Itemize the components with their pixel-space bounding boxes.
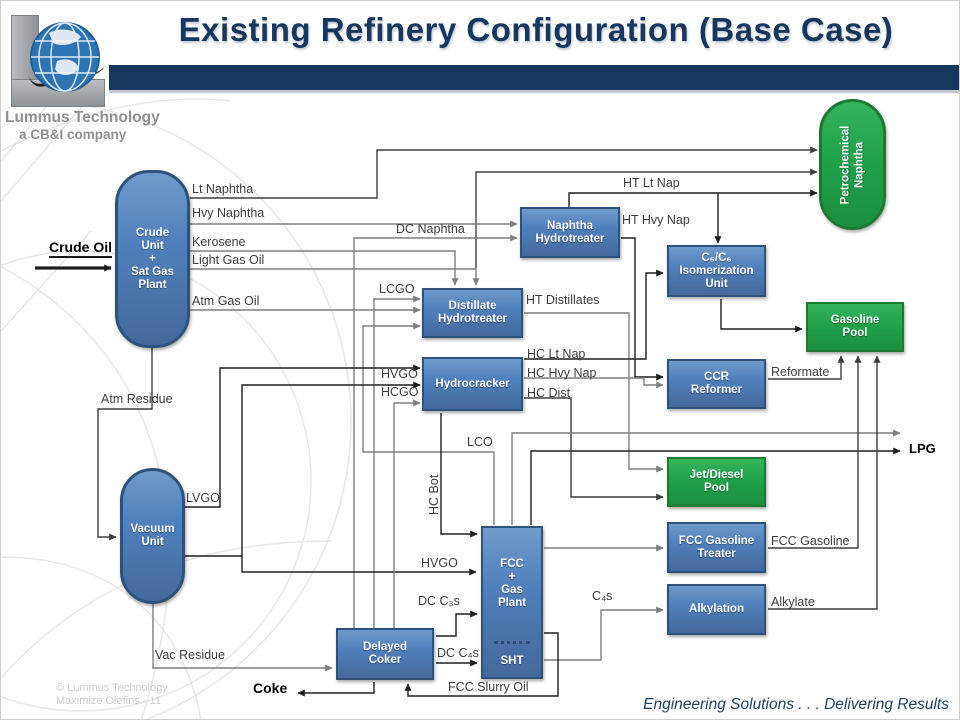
edge-ht-hvy-nap [621,237,664,381]
lummus-logo-icon [1,1,109,107]
label-lt-naphtha: Lt Naphtha [192,182,254,196]
page-title: Existing Refinery Configuration (Base Ca… [178,11,894,48]
edge-light-gas-oil-to-petro [475,168,818,269]
label-vac-residue: Vac Residue [155,648,225,662]
edge-hvgo-to-hydrocracker [241,381,421,556]
edge-ht-distillates [524,312,664,473]
label-hc-dist: HC Dist [527,386,571,400]
edge-hcgo [393,399,421,629]
label-coke: Coke [253,680,288,696]
edge-c4s-to-alkylation [544,606,664,661]
edge-reformate [768,355,845,380]
label-ht-distillates: HT Distillates [526,293,600,307]
globe-icon [30,22,100,92]
label-dc-c3s: DC C₃s [418,594,460,608]
edge-hc-lt-nap [524,269,664,360]
copyright-line2: Maximize Olefins - 11 [56,695,161,707]
edge-hc-hvy-nap [524,377,664,389]
label-ht-lt-nap: HT Lt Nap [623,176,680,190]
edge-lt-naphtha [190,146,818,199]
node-hydrocracker: Hydrocracker [422,357,523,411]
label-dc-naphtha: DC Naphtha [396,222,465,236]
node-alkylation: Alkylation [667,584,766,635]
edge-fcc-slurry [404,632,559,697]
edge-lco [362,322,495,525]
label-lco: LCO [467,435,493,449]
label-hc-hvy-nap: HC Hvy Nap [527,366,597,380]
edge-alkylate-to-pool [768,355,881,610]
label-hvgo-upper: HVGO [381,367,418,381]
label-atm-gas-oil: Atm Gas Oil [192,294,260,308]
label-c4s: C₄s [592,589,613,603]
header-bar [1,65,959,93]
label-fcc-gasoline: FCC Gasoline [771,534,850,548]
label-hvy-naphtha: Hvy Naphtha [192,206,265,220]
header: Existing Refinery Configuration (Base Ca… [1,1,959,65]
copyright-line1: © Lummus Technology [56,682,168,694]
edge-lpg [530,447,901,525]
label-lcgo: LCGO [379,282,415,296]
label-hvgo-lower: HVGO [421,556,458,570]
label-hcgo: HCGO [381,385,419,399]
logo-line1: Lummus Technology [5,109,160,126]
edge-hc-bot [440,413,478,538]
edge-light-gas-oil [190,268,480,286]
edge-fcc-gasoline-to-pool [768,355,862,549]
edge-dc-c3s [436,610,478,637]
node-sublabel-sht: SHT [500,654,524,667]
edge-lvgo [185,364,421,508]
label-alkylate: Alkylate [771,595,815,609]
logo-text: Lummus Technology a CB&I company [5,109,160,143]
label-hc-bot: HC Bot [427,474,441,515]
edge-lcgo [373,295,421,629]
label-crude-oil: Crude Oil [49,239,113,258]
edge-atm-residue [97,348,153,541]
edge-coke [297,682,375,697]
label-fcc-slurry-oil: FCC Slurry Oil [448,680,529,694]
label-kerosene: Kerosene [192,235,246,249]
label-light-gas-oil: Light Gas Oil [192,253,265,267]
edge-hc-dist [524,397,664,501]
label-ht-hvy-nap: HT Hvy Nap [622,213,690,227]
logo-line2: a CB&I company [19,127,127,142]
label-atm-residue: Atm Residue [101,392,173,406]
label-hc-lt-nap: HC Lt Nap [527,347,586,361]
label-lpg: LPG [909,441,936,456]
label-reformate: Reformate [771,365,830,379]
edge-kerosene [190,250,459,286]
edge-vac-residue [152,604,333,672]
footer-tagline: Engineering Solutions . . . Delivering R… [643,696,949,713]
edge-fcc-gas-upper [511,429,901,525]
edge-hvgo-to-fcc [241,556,477,576]
label-lvgo: LVGO [186,491,220,505]
edge-dc-naphtha [353,234,518,629]
footer-copyright: © Lummus Technology Maximize Olefins - 1… [56,682,168,708]
label-dc-c4s: DC C₄s [437,646,479,660]
edge-ht-lt-nap-to-petro [568,189,818,207]
edge-isom-to-pool [720,299,803,333]
